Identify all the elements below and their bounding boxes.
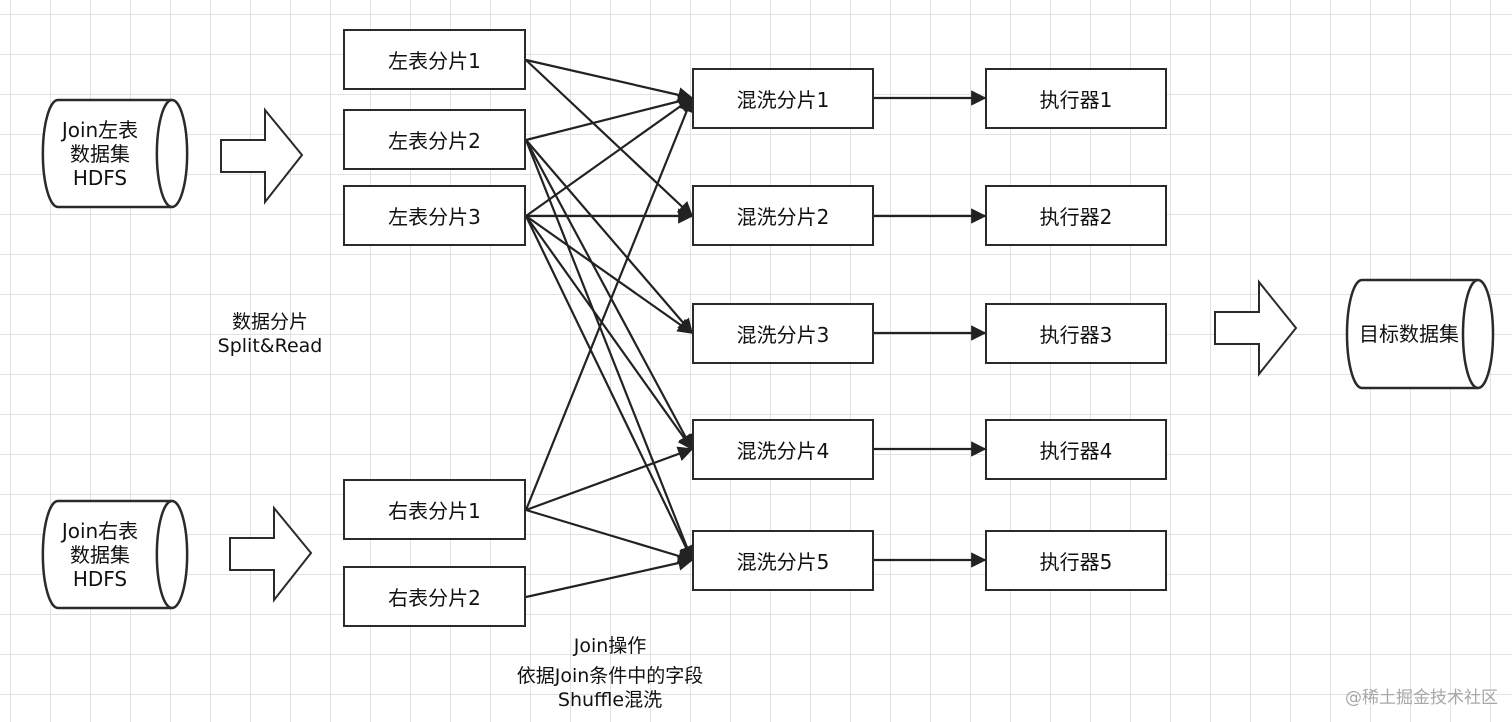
target-dataset-cylinder <box>1345 278 1495 390</box>
edge-l2-s5 <box>524 139 695 562</box>
shuffle-shard-5: 混洗分片5 <box>692 530 874 591</box>
executor-4: 执行器4 <box>985 419 1167 480</box>
edge-l3-s4 <box>525 215 693 451</box>
split-note: 数据分片 Split&Read <box>190 310 350 358</box>
edge-l3-s1 <box>525 97 694 217</box>
executor-3: 执行器3 <box>985 303 1167 364</box>
right-dataset-label: Join右表 数据集 HDFS <box>61 519 139 591</box>
edge-l3-s5 <box>525 215 693 562</box>
output-block-arrow <box>1214 279 1298 377</box>
edge-l2-s3 <box>525 139 694 335</box>
edge-l2-s4 <box>525 139 693 451</box>
executor-5: 执行器5 <box>985 530 1167 591</box>
left-shard-1: 左表分片1 <box>343 29 526 90</box>
executor-1: 执行器1 <box>985 68 1167 129</box>
shuffle-shard-3: 混洗分片3 <box>692 303 874 364</box>
edge-r1-s1 <box>524 96 694 511</box>
edge-r1-s5 <box>525 508 694 564</box>
edge-r2-s5 <box>525 555 694 599</box>
edge-l1-s2 <box>525 59 694 218</box>
shuffle-shard-1: 混洗分片1 <box>692 68 874 129</box>
join-note: Join操作 依据Join条件中的字段 Shuffle混洗 <box>470 634 750 712</box>
right-shard-2: 右表分片2 <box>343 566 526 627</box>
right-shard-1: 右表分片1 <box>343 479 526 540</box>
edge-l1-s1 <box>525 58 694 103</box>
split-block-arrow <box>220 107 304 205</box>
target-dataset-label: 目标数据集 <box>1359 322 1459 346</box>
split-note-line1: 数据分片 <box>231 311 308 333</box>
left-shard-3: 左表分片3 <box>343 185 526 246</box>
executor-2: 执行器2 <box>985 185 1167 246</box>
left-shard-2: 左表分片2 <box>343 109 526 170</box>
edge-l3-s3 <box>525 215 694 334</box>
edge-r1-s4 <box>525 446 694 512</box>
shuffle-shard-2: 混洗分片2 <box>692 185 874 246</box>
shuffle-shard-4: 混洗分片4 <box>692 419 874 480</box>
split-block-arrow-right <box>229 505 313 603</box>
join-note-line3: Shuffle混洗 <box>557 689 663 711</box>
join-note-line1: Join操作 <box>573 635 647 657</box>
split-note-line2: Split&Read <box>217 335 323 357</box>
watermark: @稀土掘金技术社区 <box>1345 688 1498 708</box>
right-dataset-cylinder <box>41 499 189 610</box>
edge-l2-s1 <box>525 93 694 142</box>
left-dataset-cylinder <box>41 98 189 209</box>
join-note-line2: 依据Join条件中的字段 <box>516 665 704 687</box>
left-dataset-label: Join左表 数据集 HDFS <box>61 118 139 190</box>
